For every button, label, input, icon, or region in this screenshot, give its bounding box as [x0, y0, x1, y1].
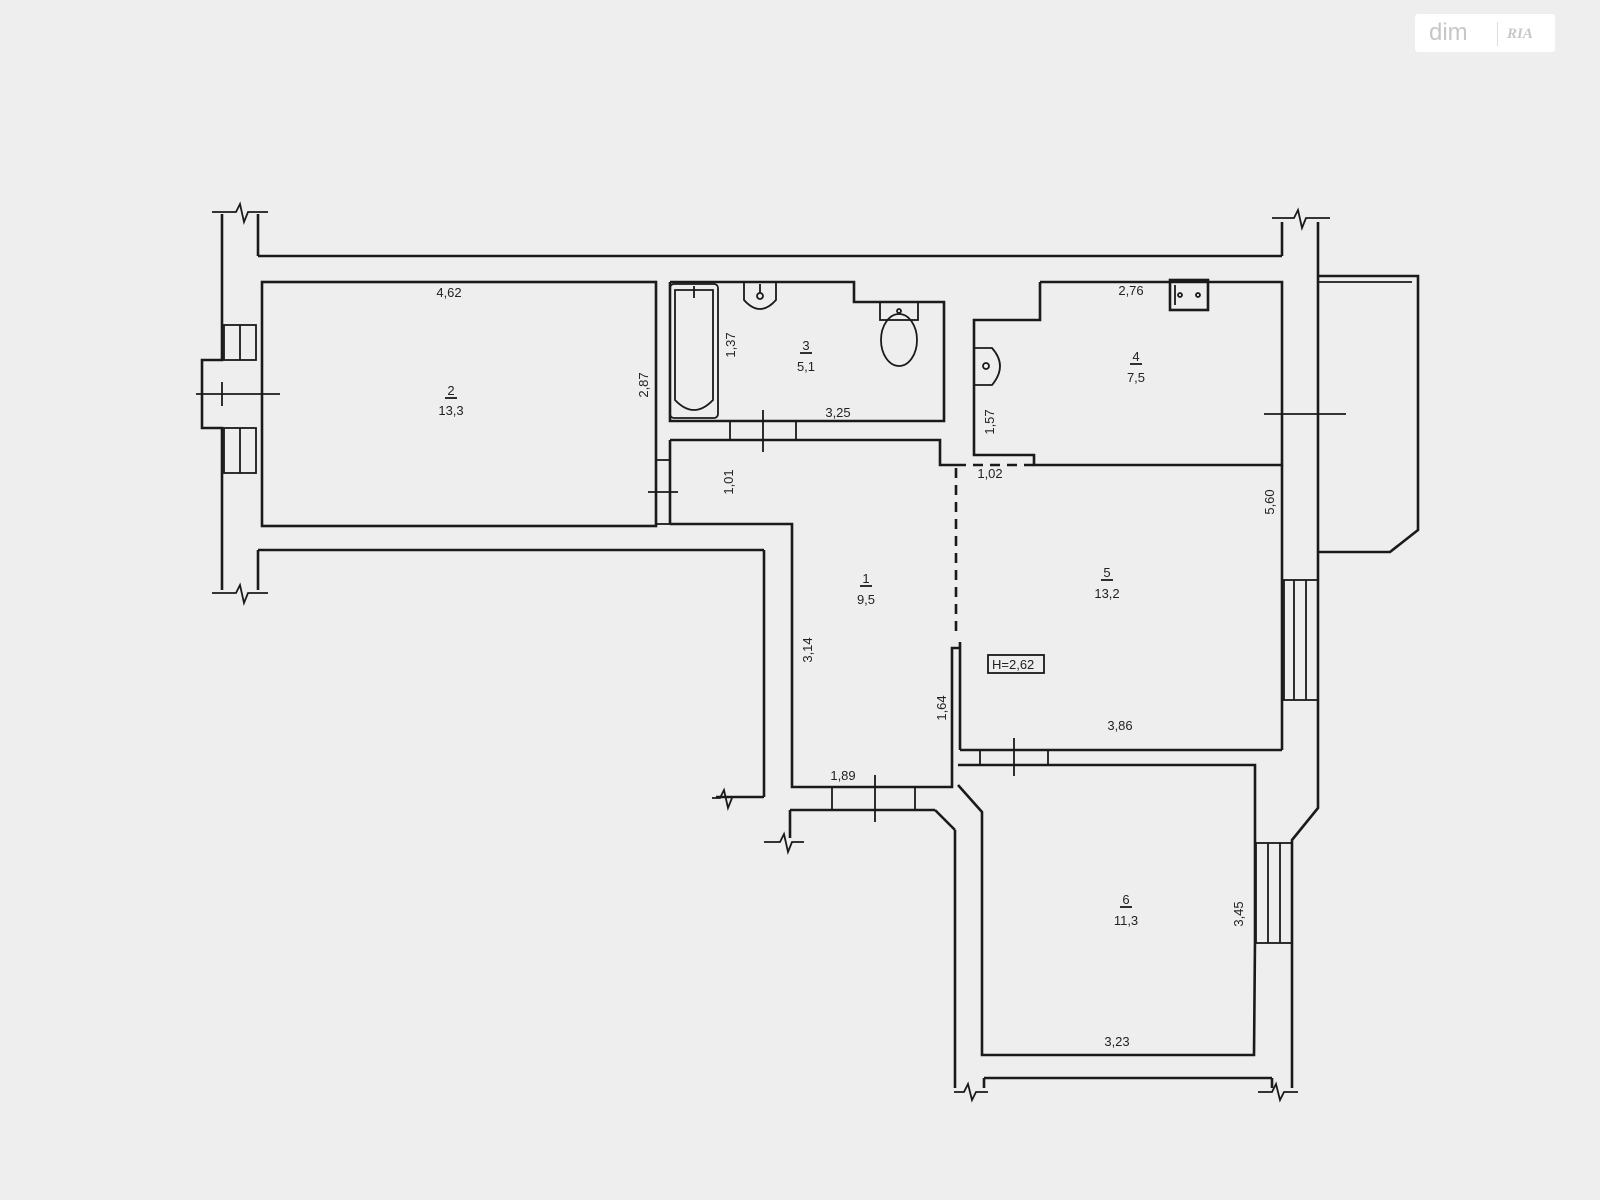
- room-3-outline: [668, 280, 946, 423]
- room-3-area: 5,1: [797, 359, 815, 374]
- dim-room2-width: 4,62: [436, 285, 461, 300]
- dim-room5-width: 3,86: [1107, 718, 1132, 733]
- room-4-outline: [972, 280, 1284, 467]
- dim-bath-depth: 1,37: [723, 332, 738, 357]
- washbasin-icon: [743, 282, 777, 310]
- dim-corridor-depth: 3,14: [800, 637, 815, 662]
- dim-corridor-top: 1,01: [721, 469, 736, 494]
- dim-kitchen-depth: 1,57: [982, 409, 997, 434]
- room-1-top: [670, 438, 956, 467]
- dim-kitchen-gap: 1,02: [977, 466, 1002, 481]
- room-2-outline: [260, 280, 658, 528]
- dimension-labels: 4,62 2,87 1,37 3,25 2,76 1,57 1,02 5,60 …: [436, 283, 1277, 1049]
- room-1-area: 9,5: [857, 592, 875, 607]
- windows: [196, 324, 1346, 944]
- room-4-area: 7,5: [1127, 370, 1145, 385]
- sink-icon: [974, 347, 1001, 386]
- watermark-brand: dim: [1429, 19, 1468, 46]
- dim-kitchen-width: 2,76: [1118, 283, 1143, 298]
- room-5-area: 13,2: [1094, 586, 1119, 601]
- height-tag: H=2,62: [992, 657, 1034, 672]
- stove-icon: [1168, 278, 1210, 312]
- room-5-number: 5: [1103, 565, 1110, 580]
- dim-corridor-wall: 1,64: [934, 695, 949, 720]
- room-1-number: 1: [862, 571, 869, 586]
- dim-room6-width: 3,23: [1104, 1034, 1129, 1049]
- outer-walls: [200, 214, 1420, 1088]
- watermark-sub: RIA: [1507, 26, 1533, 42]
- room-labels: 2 13,3 3 5,1 4 7,5 1 9,5 5 13,2 6 11,3: [438, 338, 1145, 928]
- room-2-number: 2: [447, 383, 454, 398]
- dim-room5-depth: 5,60: [1262, 489, 1277, 514]
- dim-corridor-width: 1,89: [830, 768, 855, 783]
- room-6-number: 6: [1122, 892, 1129, 907]
- door-openings: [648, 410, 1049, 822]
- bathtub-icon: [669, 283, 719, 419]
- toilet-icon: [879, 301, 919, 367]
- watermark-logo: dim RIA: [1415, 14, 1555, 52]
- room-6-area: 11,3: [1114, 913, 1138, 928]
- watermark-divider: [1497, 22, 1498, 46]
- room-4-number: 4: [1132, 349, 1139, 364]
- room-2-area: 13,3: [438, 403, 463, 418]
- room-6-outline: [957, 763, 1257, 1057]
- room-outlines: [260, 280, 1284, 1057]
- dim-room2-depth: 2,87: [636, 372, 651, 397]
- dim-room6-depth: 3,45: [1231, 901, 1246, 926]
- room-1-outline: [670, 522, 960, 789]
- break-marks: [212, 201, 1330, 1103]
- room-3-number: 3: [802, 338, 809, 353]
- dim-bath-width: 3,25: [825, 405, 850, 420]
- height-tag-box: [987, 654, 1045, 674]
